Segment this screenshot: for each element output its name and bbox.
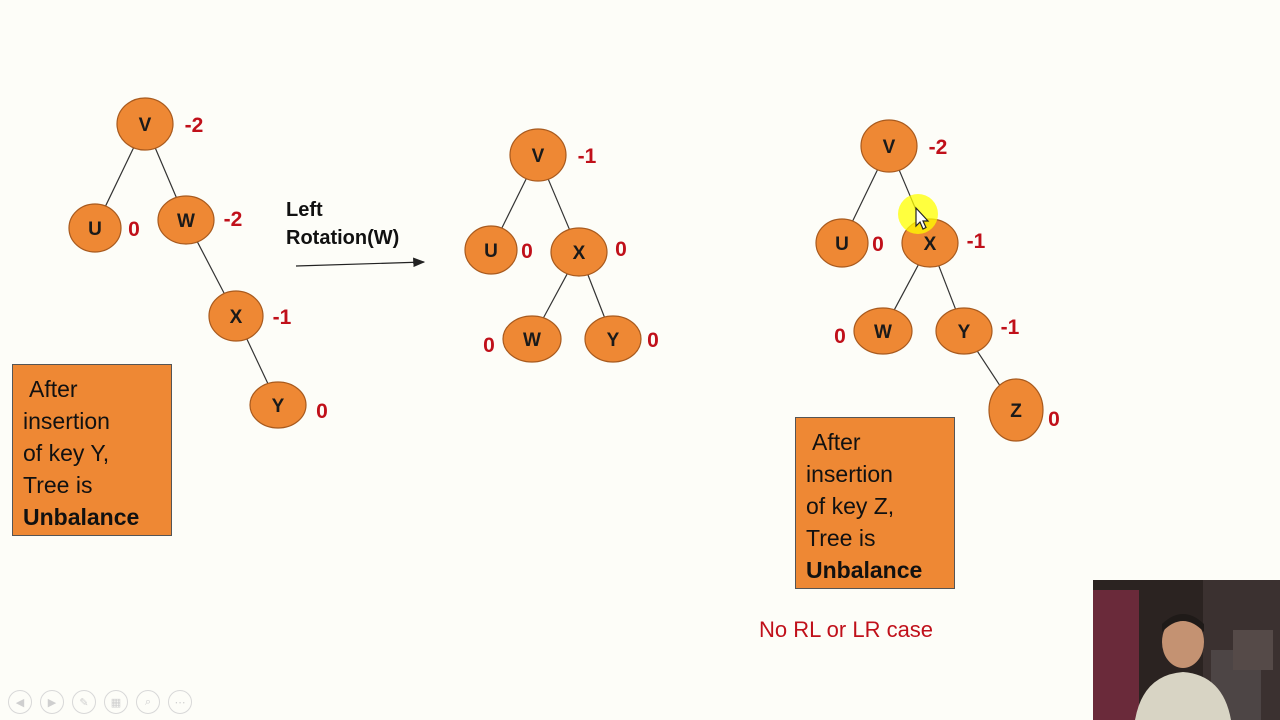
- tree-edge: [501, 178, 527, 229]
- tree-edge: [105, 147, 135, 207]
- node-key-label: Z: [1010, 401, 1022, 422]
- node-key-label: Y: [607, 330, 620, 351]
- balance-factor-label: -2: [929, 136, 948, 159]
- grid-icon[interactable]: ▦: [104, 690, 128, 714]
- note-line: Tree is: [806, 525, 876, 551]
- tree-node-y: [249, 381, 307, 429]
- note-bold-line: Unbalance: [23, 504, 140, 530]
- case-note: No RL or LR case: [759, 617, 934, 642]
- node-key-label: V: [139, 115, 152, 136]
- tree-node-x: [208, 290, 264, 342]
- zoom-icon[interactable]: ⌕: [136, 690, 160, 714]
- balance-factor-label: 0: [521, 240, 533, 263]
- node-key-label: W: [523, 330, 541, 351]
- node-key-label: X: [573, 243, 586, 264]
- node-key-label: Y: [958, 322, 971, 343]
- balance-factor-label: 0: [316, 400, 328, 423]
- note-line: of key Z,: [806, 493, 895, 519]
- balance-factor-label: 0: [834, 325, 846, 348]
- tree-edge: [587, 274, 606, 318]
- webcam-overlay: [1093, 580, 1280, 720]
- note-box-insert-y: After insertion of key Y, Tree is Unbala…: [12, 364, 172, 536]
- node-key-label: W: [177, 211, 195, 232]
- balance-factor-label: 0: [128, 218, 140, 241]
- tree-node-v: [860, 119, 918, 173]
- node-key-label: U: [88, 219, 102, 240]
- note-box-insert-z: After insertion of key Z, Tree is Unbala…: [795, 417, 955, 589]
- node-key-label: V: [532, 146, 545, 167]
- balance-factor-label: -1: [578, 145, 597, 168]
- balance-factor-label: 0: [615, 238, 627, 261]
- node-key-label: Y: [272, 396, 285, 417]
- tree-node-y: [584, 315, 642, 363]
- node-key-label: X: [230, 307, 243, 328]
- tree-edge: [852, 169, 879, 222]
- tree-node-y: [935, 307, 993, 355]
- tree-node-w: [853, 307, 913, 355]
- note-bold-line: Unbalance: [806, 557, 923, 583]
- node-key-label: U: [484, 241, 498, 262]
- balance-factor-label: -1: [967, 230, 986, 253]
- next-icon[interactable]: ▶: [40, 690, 64, 714]
- balance-factor-label: 0: [647, 329, 659, 352]
- note-line: After: [812, 429, 861, 455]
- tree-node-w: [157, 195, 215, 245]
- note-line: insertion: [806, 461, 893, 487]
- rotation-label-line1: Left: [286, 199, 323, 221]
- balance-factor-label: 0: [872, 233, 884, 256]
- slideshow-toolbar: ◀ ▶ ✎ ▦ ⌕ ⋯: [8, 690, 192, 714]
- tree-node-u: [68, 203, 122, 253]
- node-key-label: W: [874, 322, 892, 343]
- node-key-label: U: [835, 234, 849, 255]
- mouse-pointer-icon: [896, 192, 944, 245]
- balance-factor-label: -2: [185, 114, 204, 137]
- balance-factor-label: 0: [483, 334, 495, 357]
- prev-icon[interactable]: ◀: [8, 690, 32, 714]
- tree-edge: [246, 338, 269, 384]
- tree-node-u: [815, 218, 869, 268]
- rotation-arrow: [295, 257, 426, 268]
- balance-factor-label: -1: [1001, 316, 1020, 339]
- tree-node-w: [502, 315, 562, 363]
- balance-factor-label: -2: [224, 208, 243, 231]
- tree-edge: [938, 265, 957, 310]
- rotation-label-line2: Rotation(W): [286, 227, 400, 249]
- note-line: After: [29, 376, 78, 402]
- tree-node-v: [509, 128, 567, 182]
- tree-edge: [196, 241, 225, 294]
- tree-node-z: [988, 378, 1044, 442]
- note-line: of key Y,: [23, 440, 110, 466]
- tree-edge: [542, 273, 568, 319]
- node-key-label: X: [924, 234, 937, 255]
- tree-node-x: [550, 227, 608, 277]
- tree-edge: [154, 147, 177, 198]
- balance-factor-label: 0: [1048, 408, 1060, 431]
- tree-node-u: [464, 225, 518, 275]
- node-key-label: V: [883, 137, 896, 158]
- tree-edge: [976, 350, 1001, 386]
- tree-edge: [893, 264, 919, 311]
- pen-icon[interactable]: ✎: [72, 690, 96, 714]
- rotation-label: Left Rotation(W): [286, 196, 399, 252]
- note-line: Tree is: [23, 472, 93, 498]
- note-line: insertion: [23, 408, 110, 434]
- more-icon[interactable]: ⋯: [168, 690, 192, 714]
- tree-node-v: [116, 97, 174, 151]
- balance-factor-label: -1: [273, 306, 292, 329]
- tree-edge: [547, 178, 571, 230]
